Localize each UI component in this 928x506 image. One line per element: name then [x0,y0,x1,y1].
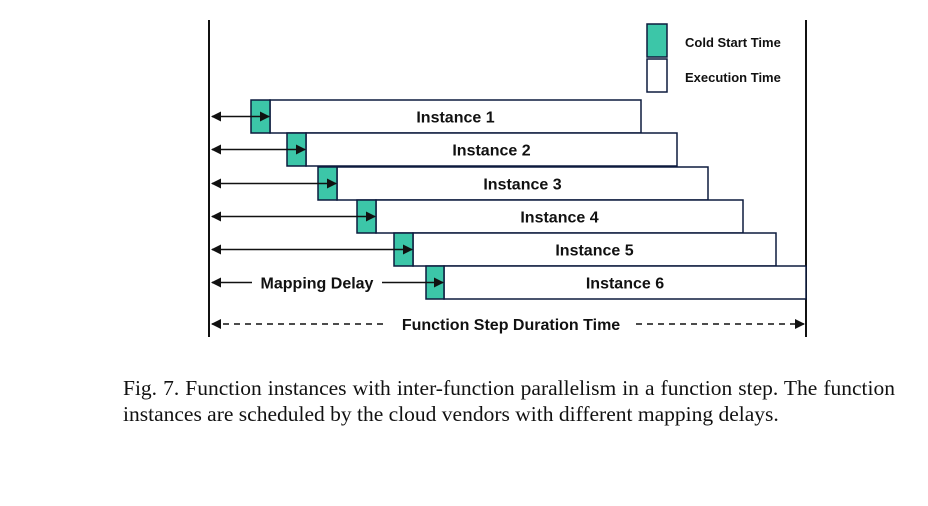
instance-label: Instance 6 [586,276,664,293]
instance-rows: Instance 1 Instance 2 Instance 3 Instance 4… [211,99,807,300]
instance-row: Instance 1 [211,99,642,134]
diagram: Cold Start Time Execution Time Instance … [208,20,807,337]
mapping-delay-label: Mapping Delay [261,276,374,293]
duration-arrow: Function Step Duration Time [211,317,805,334]
execution-bar [412,232,777,267]
instance-row: Instance 3 [211,166,709,201]
instance-label: Instance 5 [555,243,633,260]
instance-label: Instance 4 [520,210,598,227]
figure-caption: Fig. 7. Function instances with inter-fu… [123,376,895,426]
instance-row: Instance 2 [211,132,678,167]
instance-row: Instance 6 Mapping Delay [211,265,807,300]
legend-cold-start-label: Cold Start Time [685,35,781,50]
legend: Cold Start Time Execution Time [646,23,781,93]
legend-execution-label: Execution Time [685,70,781,85]
instance-row: Instance 5 [211,232,777,267]
legend-execution-swatch [646,58,668,93]
instance-label: Instance 3 [483,177,561,194]
instance-label: Instance 1 [416,110,494,127]
instance-label: Instance 2 [452,143,530,160]
instance-row: Instance 4 [211,199,744,234]
legend-cold-start-swatch [646,23,668,58]
duration-label: Function Step Duration Time [402,317,620,334]
